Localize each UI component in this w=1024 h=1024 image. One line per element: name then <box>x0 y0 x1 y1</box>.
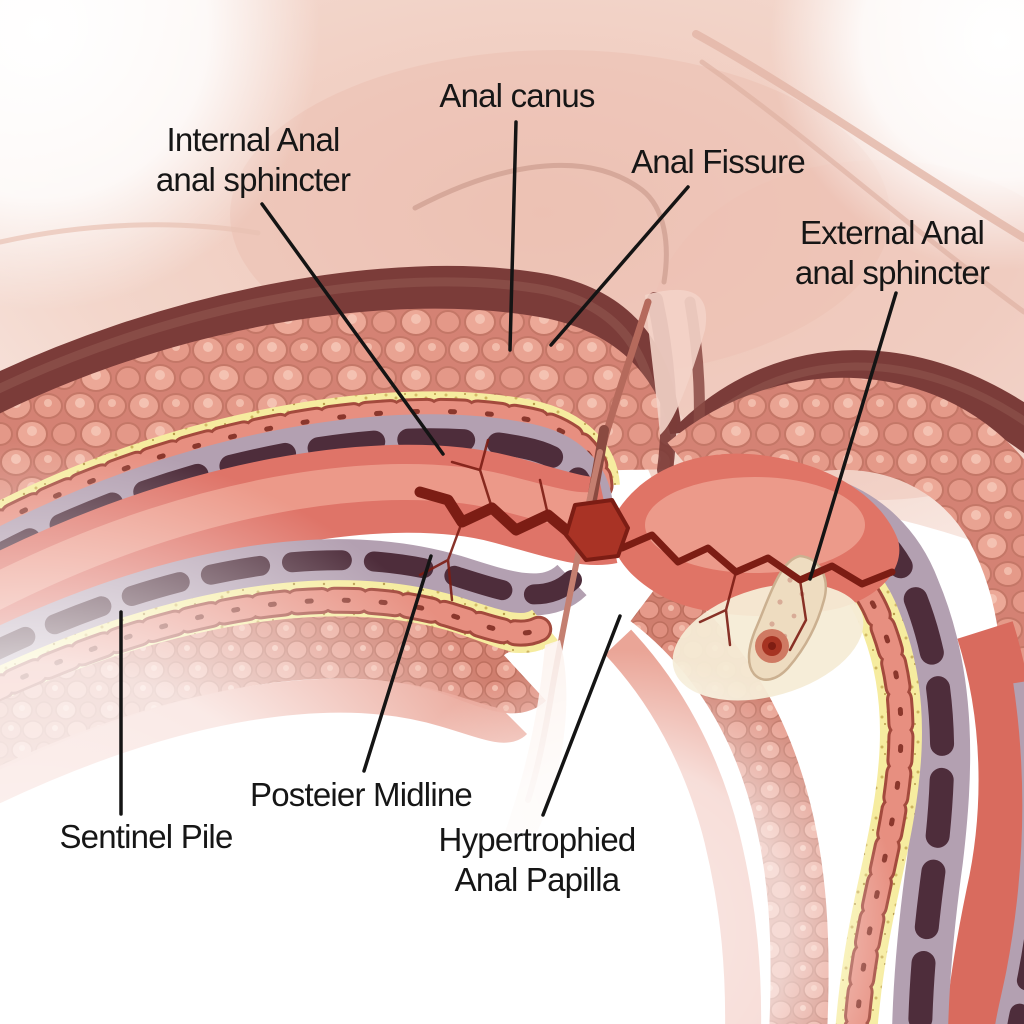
mucosa-lobe-right <box>611 453 900 617</box>
label-posterior-midline-text: Posteier Midline <box>250 776 473 813</box>
label-posterior-midline: Posteier Midline <box>250 775 473 815</box>
skin-fold-line <box>692 30 1024 242</box>
label-anal-canal-text: Anal canus <box>439 77 595 114</box>
leader-internal-sphincter <box>260 202 445 456</box>
label-external-sphincter: External Anal anal sphincter <box>794 213 990 293</box>
label-internal-sphincter-line2: anal sphincter <box>155 161 351 198</box>
label-sentinel-pile: Sentinel Pile <box>59 817 233 857</box>
label-anal-fissure: Anal Fissure <box>631 142 806 182</box>
label-internal-sphincter-line1: Internal Anal <box>166 121 340 158</box>
label-internal-sphincter: Internal Anal anal sphincter <box>155 120 351 200</box>
skin-fold-line <box>699 59 1024 315</box>
leader-hypertrophied-papilla <box>541 614 622 817</box>
label-anal-canal: Anal canus <box>439 76 595 116</box>
label-hypertrophied-papilla-line2: Anal Papilla <box>454 861 620 898</box>
mucosa-band-corner <box>945 621 1024 1024</box>
leader-external-sphincter <box>808 291 898 581</box>
label-anal-fissure-text: Anal Fissure <box>631 143 806 180</box>
anal-canal-lining-right <box>667 377 1024 773</box>
edge-fades <box>0 440 900 1024</box>
anal-canal-lining-left <box>0 308 674 520</box>
leader-lines <box>119 120 898 817</box>
anal-fissure-crack <box>414 438 896 652</box>
skin-fold-line <box>412 162 669 285</box>
label-external-sphincter-line1: External Anal <box>799 214 985 251</box>
label-hypertrophied-papilla-line1: Hypertrophied <box>438 821 637 858</box>
skin-fold-line <box>0 222 261 245</box>
label-external-sphincter-line2: anal sphincter <box>794 254 990 291</box>
label-sentinel-pile-text: Sentinel Pile <box>59 818 233 855</box>
label-hypertrophied-papilla: Hypertrophied Anal Papilla <box>438 820 637 900</box>
leader-posterior-midline <box>362 554 433 773</box>
leader-anal-canal <box>508 120 518 352</box>
leader-anal-fissure <box>549 185 690 347</box>
